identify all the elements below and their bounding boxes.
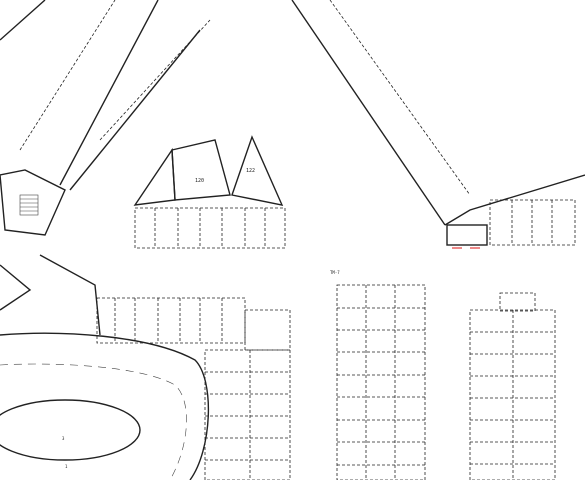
ramp-center-label: 3 [62,436,65,441]
diagonal-parking-strip-left [0,0,211,191]
stair-core [0,169,66,236]
ramp: 3 1 [0,254,210,480]
section-mark: ТМ-7 [330,270,340,275]
room-label-120: 120 [195,178,204,184]
parking-block-lower-middle [96,297,291,480]
triangle-rooms: 120 122 [133,135,284,206]
parking-block-center: ТМ-7 [330,270,426,480]
parking-row-right [446,199,576,249]
ramp-bottom-label: 1 [65,464,68,469]
diagonal-parking-strip-right [291,0,585,226]
parking-block-right [469,292,556,480]
room-label-122: 122 [246,168,255,174]
parking-row-middle [134,207,286,249]
